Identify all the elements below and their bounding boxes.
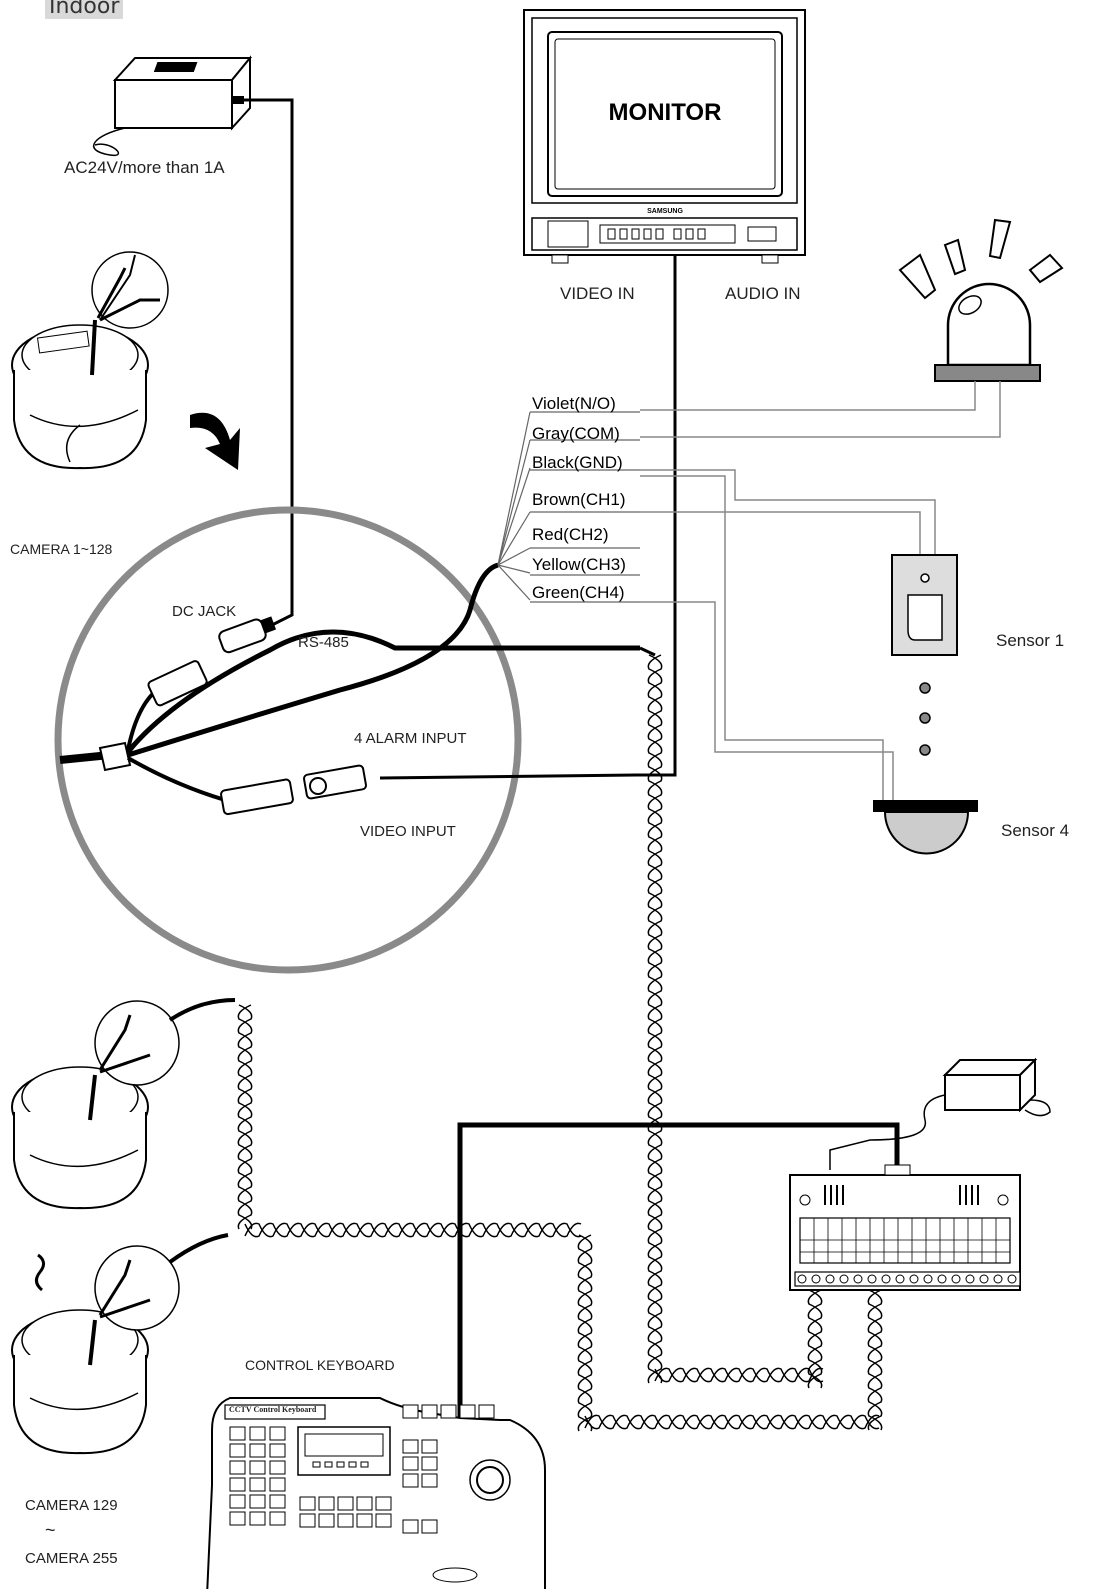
controller-terminals bbox=[797, 1185, 1017, 1284]
twisted-pair-cables bbox=[237, 654, 883, 1432]
alarm-input-label: 4 ALARM INPUT bbox=[354, 730, 467, 747]
alarm-light-icon bbox=[898, 218, 1064, 382]
camera-dome-3 bbox=[11, 1233, 229, 1455]
keyboard-panel-title: CCTV Control Keyboard bbox=[229, 1405, 317, 1414]
wire-red-label: Red(CH2) bbox=[532, 525, 609, 544]
monitor-title: MONITOR bbox=[609, 99, 722, 126]
sensor-dots bbox=[919, 682, 931, 756]
alarm-wire-fan bbox=[497, 411, 531, 601]
dc-jack-plug bbox=[218, 616, 277, 654]
small-power-adapter bbox=[829, 1057, 1051, 1170]
keyboard-controller bbox=[789, 1164, 1021, 1291]
video-in-label: VIDEO IN bbox=[560, 284, 635, 303]
alarm-wire-underlines bbox=[530, 411, 640, 603]
video-input-label: VIDEO INPUT bbox=[360, 823, 456, 840]
power-adapter bbox=[92, 55, 253, 156]
keyboard-bus-cable bbox=[457, 1122, 900, 1589]
keyboard-keys bbox=[229, 1404, 495, 1534]
camera-129-label: CAMERA 129 bbox=[25, 1497, 118, 1514]
monitor-brand: SAMSUNG bbox=[647, 208, 683, 215]
control-keyboard-label: CONTROL KEYBOARD bbox=[245, 1357, 395, 1373]
camera-255-label: CAMERA 255 bbox=[25, 1550, 118, 1567]
monitor-indicators bbox=[607, 228, 706, 240]
sensor-4-label: Sensor 4 bbox=[1001, 821, 1070, 840]
sensor-4-device bbox=[873, 800, 978, 855]
power-socket bbox=[147, 660, 208, 707]
down-arrow-icon bbox=[190, 412, 240, 470]
tilde-connector-icon bbox=[35, 1253, 45, 1292]
monitor bbox=[523, 9, 806, 264]
wire-black-label: Black(GND) bbox=[532, 453, 623, 472]
camera-range-tilde: ~ bbox=[45, 1520, 56, 1540]
connector-detail-circle bbox=[54, 506, 522, 974]
location-label: Indoor bbox=[45, 0, 124, 19]
bnc-connectors bbox=[220, 764, 367, 816]
sensor-1-device bbox=[891, 554, 958, 656]
video-cable bbox=[640, 255, 677, 777]
rs485-label: RS-485 bbox=[298, 634, 349, 651]
camera-dome-2 bbox=[11, 998, 236, 1210]
camera-range-label: CAMERA 1~128 bbox=[10, 541, 113, 557]
camera-cable-bundle bbox=[59, 562, 641, 802]
wire-violet-label: Violet(N/O) bbox=[532, 394, 616, 413]
camera-dome-1 bbox=[11, 251, 169, 470]
wire-gray-label: Gray(COM) bbox=[532, 424, 620, 443]
dc-jack-label: DC JACK bbox=[172, 603, 237, 620]
wire-green-label: Green(CH4) bbox=[532, 583, 625, 602]
sensor-1-label: Sensor 1 bbox=[996, 631, 1065, 650]
power-cable bbox=[244, 98, 294, 627]
wire-yellow-label: Yellow(CH3) bbox=[532, 555, 626, 574]
wire-brown-label: Brown(CH1) bbox=[532, 490, 626, 509]
audio-in-label: AUDIO IN bbox=[725, 284, 801, 303]
power-label: AC24V/more than 1A bbox=[64, 158, 225, 177]
